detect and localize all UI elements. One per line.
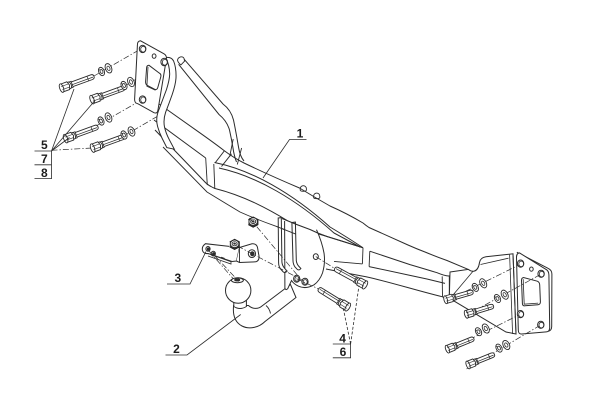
svg-text:2: 2 bbox=[173, 342, 180, 356]
svg-text:1: 1 bbox=[297, 127, 304, 141]
svg-text:7: 7 bbox=[41, 152, 48, 166]
svg-text:6: 6 bbox=[340, 345, 347, 359]
svg-text:4: 4 bbox=[339, 331, 346, 345]
svg-text:5: 5 bbox=[41, 138, 48, 152]
svg-text:8: 8 bbox=[41, 166, 48, 180]
svg-text:3: 3 bbox=[174, 271, 181, 285]
